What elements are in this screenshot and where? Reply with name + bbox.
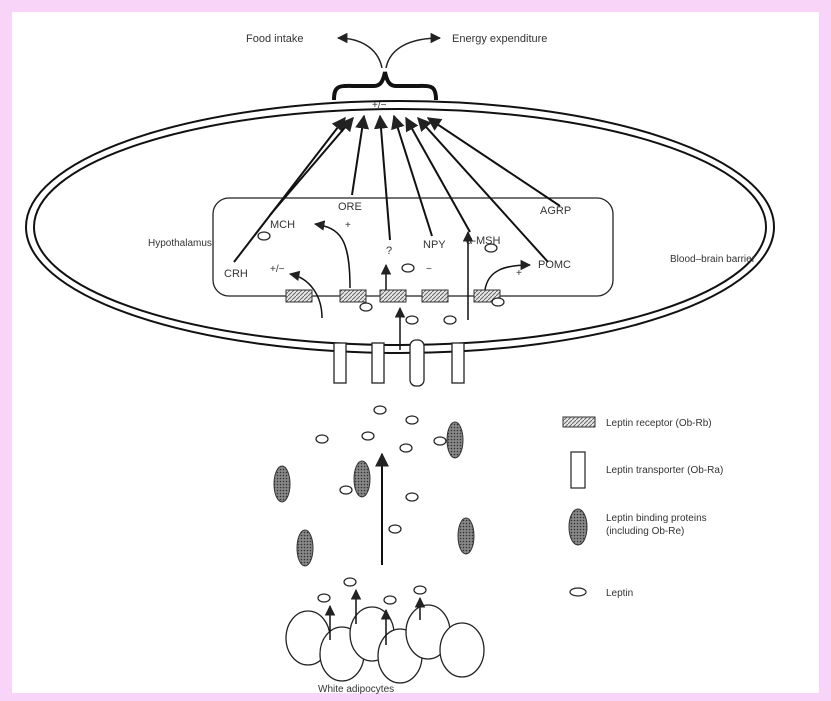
blood-brain-barrier-outer [25,100,775,354]
legend-transporter-label: Leptin transporter (Ob-Ra) [606,465,723,476]
npy-label: NPY [423,239,446,251]
legend-transporter-swatch [570,451,586,489]
pomc-sign: + [516,268,522,279]
leptin-binding-proteins [273,421,475,567]
legend-leptin-label: Leptin [606,588,633,599]
legend: Leptin receptor (Ob-Rb) Leptin transport… [562,416,723,599]
unknown-label: ? [386,245,392,257]
legend-binding-swatch [568,508,588,546]
leptin-transporters [333,339,465,387]
pomc-label: POMC [538,259,571,271]
output-arrows [233,114,561,263]
integration-brace [332,71,438,101]
ore-label: ORE [338,201,362,213]
receptor-signal-arrows [288,220,532,350]
crh-sign: +/− [270,264,285,275]
white-adipocyte-cluster [285,604,485,684]
npy-sign: − [426,264,432,275]
ore-sign: + [345,220,351,231]
adipocyte-secretion-arrows [324,588,426,645]
leptin-receptors [285,289,501,303]
energy-expenditure-label: Energy expenditure [452,33,547,45]
legend-leptin-swatch [569,587,587,597]
legend-receptor-label: Leptin receptor (Ob-Rb) [606,418,712,429]
legend-binding-label-1: Leptin binding proteins [606,513,707,524]
crh-label: CRH [224,268,248,280]
legend-receptor-swatch [562,416,596,428]
hypothalamus-label: Hypothalamus [148,238,212,249]
white-adipocytes-label: White adipocytes [318,684,394,695]
mch-label: MCH [270,219,295,231]
energy-expenditure-arrow [385,32,442,69]
food-intake-arrow [336,32,383,69]
agrp-label: AGRP [540,205,571,217]
brace-plus-minus-label: +/− [372,100,387,111]
leptin-molecules [257,231,505,605]
legend-binding-label-2: (including Ob-Re) [606,526,684,537]
food-intake-label: Food intake [246,33,303,45]
blood-brain-barrier-label: Blood–brain barrier [670,254,756,265]
